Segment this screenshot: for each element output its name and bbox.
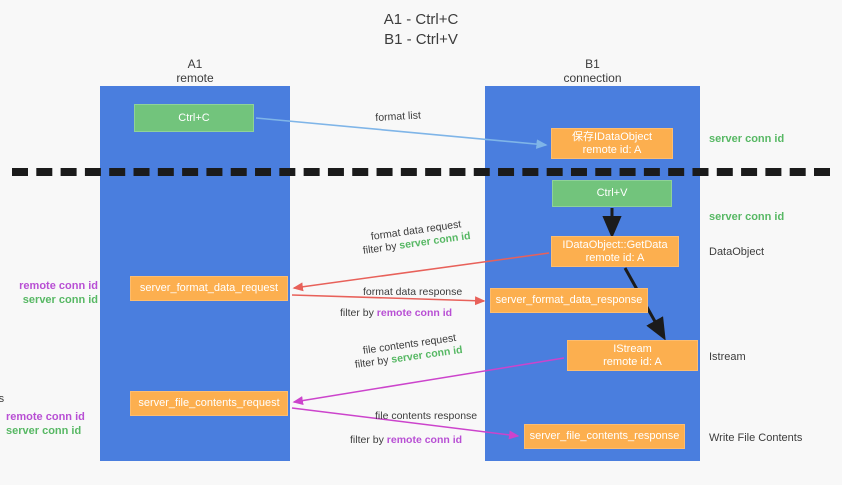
page-title: A1 - Ctrl+C B1 - Ctrl+V — [383, 11, 459, 48]
label-conn-ids-file: Read File Contents remote conn id server… — [0, 392, 106, 438]
lane-header-a1: A1 remote — [176, 57, 214, 85]
node-ctrl-c[interactable]: Ctrl+C — [134, 104, 254, 132]
node-save-idataobject[interactable]: 保存IDataObject remote id: A — [551, 128, 673, 159]
node-istream[interactable]: IStream remote id: A — [567, 340, 698, 371]
edge-label-format-data-response: format data response — [363, 286, 463, 298]
arrow-file-contents-request — [292, 357, 565, 405]
edge-label-format-data-response-filter: filter by remote conn id — [340, 306, 452, 320]
arrow-format-list — [255, 117, 548, 149]
edge-label-file-contents-response: file contents response — [375, 410, 478, 422]
filter-value-remote-conn-id-2: remote conn id — [386, 434, 463, 446]
arrow-format-data-response — [291, 294, 486, 306]
label-write-file-contents: Write File Contents — [709, 432, 803, 444]
label-server-conn-id-2: server conn id — [6, 425, 82, 437]
label-server-conn-id: server conn id — [22, 294, 98, 306]
node-server-format-data-request[interactable]: server_format_data_request — [130, 276, 288, 301]
arrow-file-contents-response — [291, 407, 520, 440]
filter-prefix-4: filter by — [350, 434, 387, 446]
node-server-file-contents-request[interactable]: server_file_contents_request — [130, 391, 288, 416]
phase-divider — [12, 168, 830, 176]
label-read-file-contents: Read File Contents — [0, 393, 5, 405]
filter-prefix-2: filter by — [340, 307, 377, 319]
node-server-format-data-response[interactable]: server_format_data_response — [490, 288, 648, 313]
label-remote-conn-id: remote conn id — [19, 280, 98, 292]
arrow-format-data-request — [292, 252, 550, 292]
label-server-conn-id-top: server conn id — [709, 133, 785, 145]
label-dataobject: DataObject — [709, 246, 765, 258]
filter-value-remote-conn-id: remote conn id — [376, 307, 453, 319]
label-remote-conn-id-2: remote conn id — [6, 411, 85, 423]
node-ctrl-v[interactable]: Ctrl+V — [552, 180, 672, 207]
label-conn-ids-format: remote conn id server conn id — [6, 279, 98, 307]
edge-label-file-contents-response-filter: filter by remote conn id — [350, 433, 462, 447]
edge-label-format-list: format list — [375, 109, 422, 124]
label-server-conn-id-mid: server conn id — [709, 211, 785, 223]
node-idataobject-getdata[interactable]: IDataObject::GetData remote id: A — [551, 236, 679, 267]
lane-header-b1: B1 connection — [563, 57, 622, 85]
label-istream: Istream — [709, 351, 746, 363]
node-server-file-contents-response[interactable]: server_file_contents_response — [524, 424, 685, 449]
